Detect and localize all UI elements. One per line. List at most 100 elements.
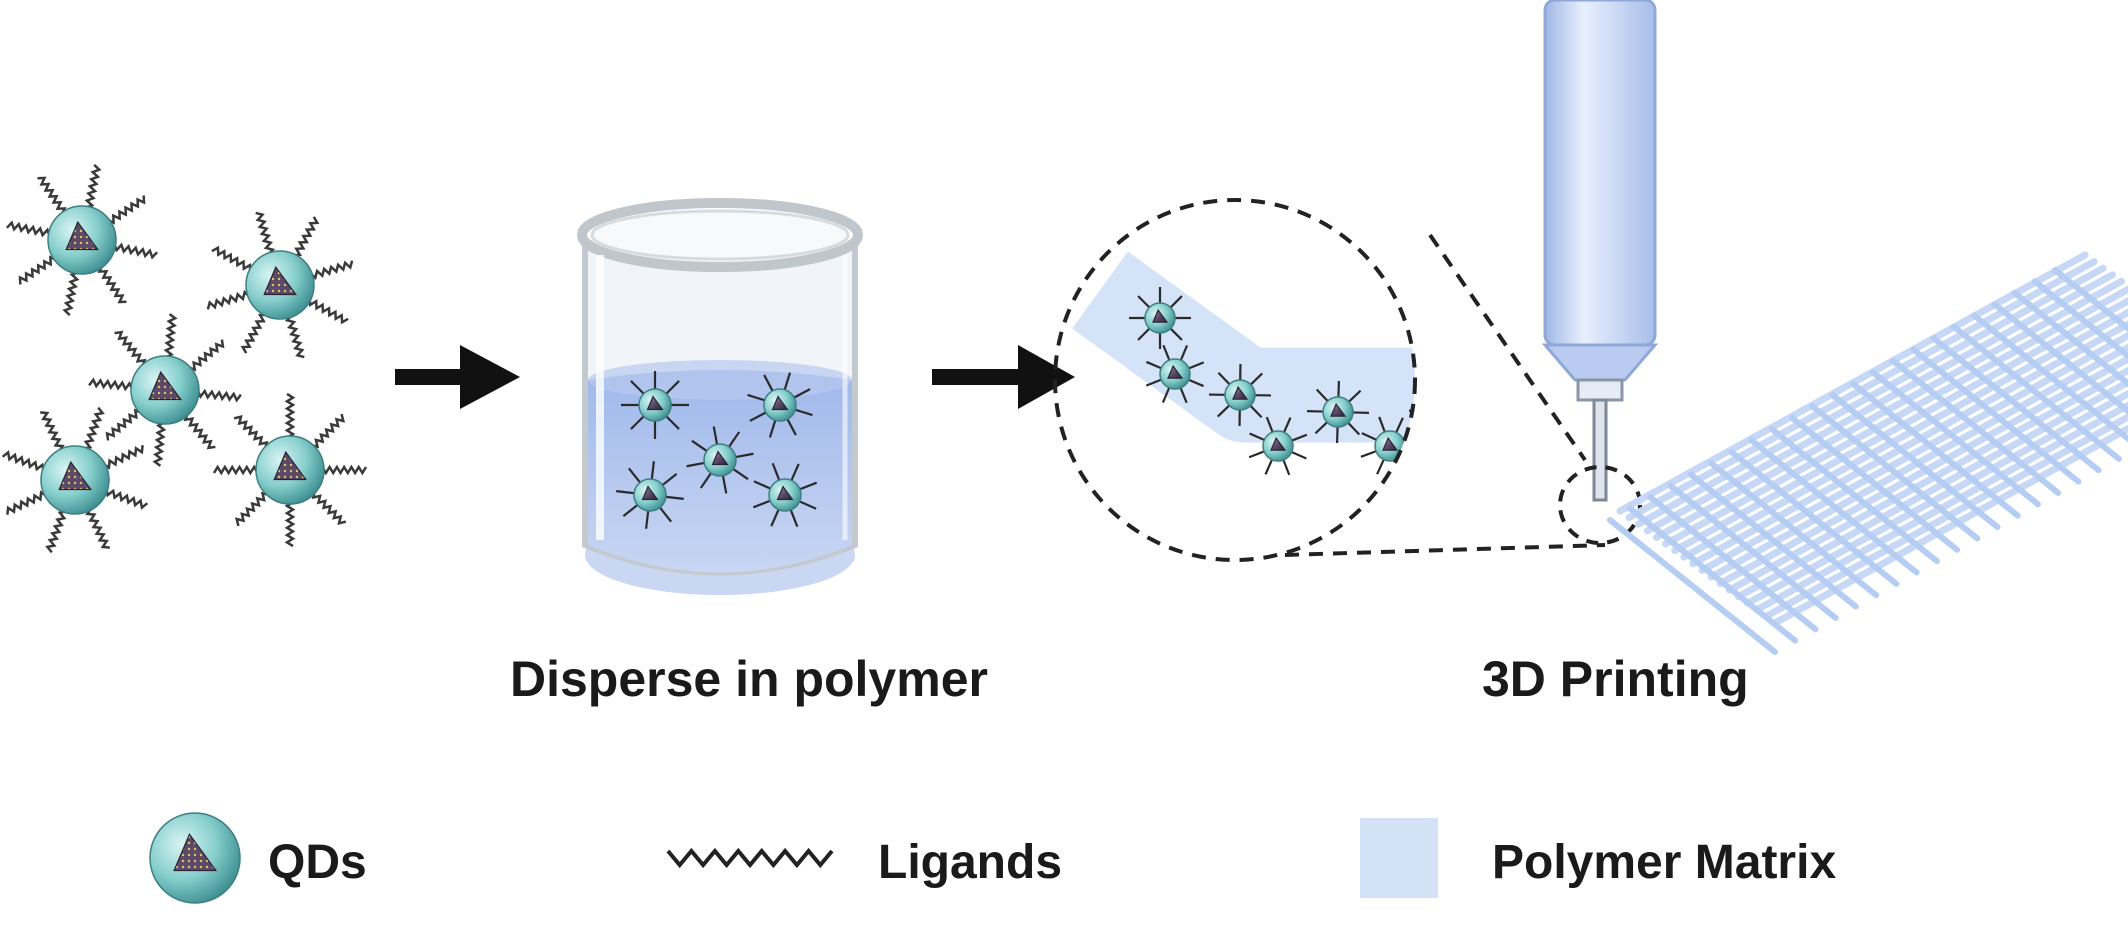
- quantum-dot-icon: [752, 462, 818, 528]
- ligand-chain: [97, 264, 127, 304]
- quantum-dot-icon: [621, 371, 689, 439]
- legend-label-polymer-matrix: Polymer Matrix: [1492, 836, 1837, 889]
- ligand-chain: [1179, 386, 1188, 404]
- ligand-chain: [658, 506, 672, 523]
- quantum-dot-icon: [1208, 363, 1272, 427]
- lattice-strand: [1662, 285, 2128, 548]
- ligand-chain: [1161, 386, 1171, 403]
- arrow-right-icon: [932, 345, 1075, 409]
- magnified-view: [1053, 198, 1606, 562]
- ligand-chain: [622, 503, 639, 517]
- lattice-strand: [1671, 296, 2128, 555]
- ligand-chain: [62, 271, 80, 317]
- ligand-icon: [666, 847, 834, 869]
- ligand-chain: [311, 490, 347, 526]
- ligand-chain: [1361, 432, 1378, 442]
- ligand-chain: [309, 260, 354, 281]
- lattice-strand: [1667, 482, 1839, 621]
- lattice-strand: [1762, 413, 2128, 620]
- ligand-chain: [1347, 389, 1362, 404]
- lattice-strand: [1647, 494, 1819, 633]
- ligand-chain: [630, 380, 646, 396]
- ligand-chain: [1451, 391, 1463, 402]
- ligand-chain: [616, 490, 636, 495]
- ligand-chain: [645, 509, 650, 529]
- ligand-chain: [664, 495, 684, 500]
- ligand-chain: [240, 313, 268, 354]
- ligand-chain: [1216, 404, 1231, 418]
- quantum-dot-icon: [1248, 416, 1308, 476]
- ligand-chain: [233, 414, 269, 450]
- ligand-chain: [1264, 458, 1274, 475]
- ligand-chain: [630, 414, 646, 430]
- ligand-chain: [1137, 327, 1151, 341]
- ligand-chain: [734, 452, 754, 459]
- ligand-chain: [727, 431, 741, 449]
- ligand-chain: [255, 211, 276, 256]
- lattice-strand: [1829, 392, 2001, 530]
- ligand-chain: [763, 374, 774, 393]
- quantum-dot-icon: [1145, 344, 1205, 404]
- quantum-dot-icon: [88, 313, 242, 467]
- ligand-chain: [1439, 426, 1440, 443]
- lattice-strand: [1971, 312, 2128, 443]
- ligand-chain: [1282, 417, 1292, 434]
- lattice-strand: [1607, 517, 1778, 655]
- ligand-chain: [798, 481, 818, 491]
- ligand-chain: [650, 461, 655, 481]
- quantum-dot-icon: [5, 163, 159, 317]
- ligand-chain: [83, 406, 105, 450]
- ligand-chain: [752, 499, 772, 509]
- ligand-chain: [105, 408, 143, 441]
- ligand-chain: [1137, 295, 1151, 309]
- ligand-chain: [628, 467, 642, 484]
- quantum-dot-icon: [616, 461, 684, 529]
- ligand-chain: [1290, 433, 1308, 442]
- ligand-chain: [1265, 416, 1274, 434]
- lattice-strand: [2052, 267, 2128, 333]
- ligand-chain: [1145, 378, 1163, 387]
- ligand-chain: [1249, 404, 1263, 419]
- ligand-chain: [1249, 372, 1264, 386]
- legend-label-qds: QDs: [268, 836, 367, 889]
- quantum-dot-icon: [149, 812, 241, 904]
- step-caption-printing: 3D Printing: [1482, 651, 1749, 707]
- lattice-strand: [2011, 289, 2128, 388]
- ligand-chain: [152, 421, 167, 467]
- ligand-chain: [206, 289, 251, 310]
- ligand-chain: [699, 471, 713, 489]
- ligand-chain: [234, 491, 270, 527]
- ligand-chain: [106, 195, 146, 225]
- ligand-chain: [1169, 327, 1183, 341]
- ligand-chain: [105, 488, 149, 510]
- ligand-chain: [794, 408, 813, 417]
- ligand-chain: [114, 330, 147, 368]
- lattice-strand: [1890, 357, 2062, 496]
- ligand-chain: [1450, 423, 1461, 435]
- step-caption-disperse: Disperse in polymer: [510, 651, 988, 707]
- quantum-dot-icon: [212, 392, 368, 548]
- quantum-dot-icon: [206, 211, 354, 359]
- quantum-dot-icon: [149, 812, 241, 904]
- ligand-chain: [1394, 417, 1404, 434]
- ligand-chain: [792, 388, 811, 399]
- ligand-chain: [1187, 361, 1205, 370]
- ligand-chain: [211, 245, 252, 273]
- ligand-chain: [40, 411, 65, 453]
- lattice-strand: [1809, 403, 1981, 542]
- ligand-chain: [284, 501, 296, 548]
- lattice-strand: [1849, 380, 2021, 519]
- ligand-chain: [661, 473, 678, 487]
- ligand-chain: [102, 445, 144, 470]
- ligand-chain: [37, 176, 67, 216]
- lattice-strand: [1869, 369, 2041, 508]
- legend-label-ligands: Ligands: [878, 836, 1063, 889]
- ligand-chain: [664, 414, 680, 430]
- quantum-dot-icon: [1306, 380, 1370, 444]
- ligand-chain: [749, 411, 768, 422]
- ligand-chain: [284, 392, 296, 439]
- ligand-chain: [1402, 450, 1415, 460]
- ligand-chain: [1441, 381, 1442, 398]
- ligand-chain: [721, 474, 728, 494]
- lattice-strand: [1753, 401, 2128, 614]
